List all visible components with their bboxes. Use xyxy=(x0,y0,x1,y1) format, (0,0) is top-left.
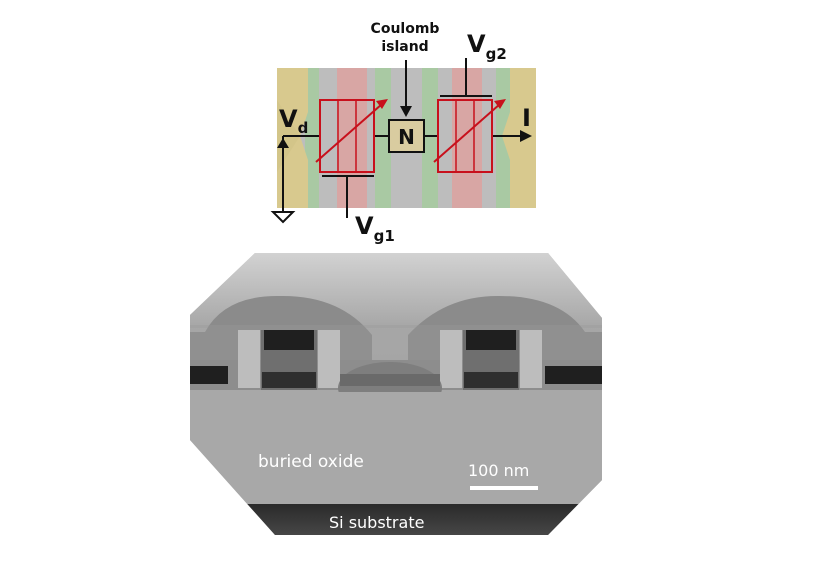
tunable-arrow-icon xyxy=(494,99,506,109)
tunable-arrow-icon xyxy=(376,99,388,109)
scale-bar-label: 100 nm xyxy=(468,461,529,480)
current-arrow-icon xyxy=(520,130,532,142)
drain-lead xyxy=(502,68,536,208)
vg2-label: Vg2 xyxy=(467,30,507,63)
ground-icon xyxy=(270,211,296,224)
coulomb-island-box xyxy=(388,119,425,153)
junction-right xyxy=(433,99,506,173)
vd-arrow-icon xyxy=(277,138,289,148)
down-arrow-icon xyxy=(400,106,412,117)
substrate-label: Si substrate xyxy=(329,513,424,532)
current-label: I xyxy=(522,104,531,132)
tem-micrograph xyxy=(190,253,602,535)
device-schematic: N Coulomb island Vd Vg1 Vg2 I xyxy=(270,21,536,245)
vg1-label: Vg1 xyxy=(355,212,395,245)
island-caption-line2: island xyxy=(381,39,428,55)
vd-label: Vd xyxy=(279,105,308,137)
island-caption-line1: Coulomb xyxy=(371,21,440,37)
buried-oxide-label: buried oxide xyxy=(258,452,364,472)
buried-oxide-layer xyxy=(190,392,602,504)
island-symbol: N xyxy=(398,125,415,149)
junction-left xyxy=(315,99,388,173)
